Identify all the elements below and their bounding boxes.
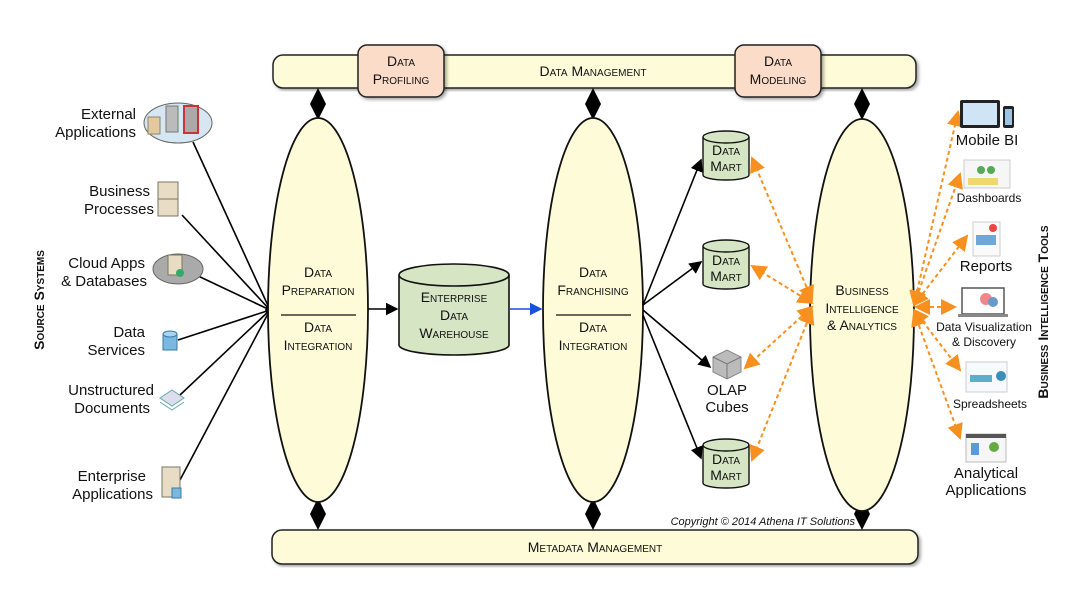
svg-text:Applications: Applications — [55, 124, 136, 141]
tool-reports: Reports — [960, 221, 1013, 275]
svg-text:Preparation: Preparation — [282, 282, 355, 298]
database-icon — [162, 330, 178, 351]
svg-text:Integration: Integration — [284, 337, 353, 353]
svg-text:OLAP: OLAP — [707, 382, 747, 399]
svg-text:Applications: Applications — [72, 486, 153, 503]
svg-text:Data: Data — [440, 307, 468, 323]
data-management-label: Data Management — [540, 63, 647, 79]
olap-cubes: OLAP Cubes — [705, 349, 749, 416]
svg-text:Data: Data — [304, 264, 332, 280]
svg-text:Data: Data — [387, 53, 415, 69]
svg-text:Intelligence: Intelligence — [825, 300, 899, 316]
source-unstructured-documents: Unstructured Documents — [68, 382, 185, 417]
tool-dashboards: Dashboards — [957, 159, 1022, 205]
data-mart-3: Data Mart — [702, 438, 750, 489]
source-enterprise-applications: Enterprise Applications — [72, 466, 182, 503]
svg-text:Data Visualization: Data Visualization — [936, 320, 1032, 334]
tool-analytical-applications: Analytical Applications — [946, 433, 1027, 499]
source-cloud-apps: Cloud Apps & Databases — [61, 253, 204, 290]
svg-text:Cloud Apps: Cloud Apps — [68, 255, 145, 272]
data-modeling-box: Data Modeling — [734, 44, 822, 98]
svg-text:& Discovery: & Discovery — [952, 335, 1016, 349]
svg-text:Enterprise: Enterprise — [421, 289, 488, 305]
svg-text:Spreadsheets: Spreadsheets — [953, 397, 1027, 411]
svg-text:Data: Data — [304, 319, 332, 335]
svg-text:Data: Data — [712, 451, 740, 467]
cube-icon — [712, 349, 742, 380]
svg-text:Reports: Reports — [960, 258, 1013, 275]
documents-icon — [159, 389, 185, 411]
svg-text:Mobile BI: Mobile BI — [956, 132, 1019, 149]
data-mart-1: Data Mart — [702, 130, 750, 181]
svg-text:Mart: Mart — [710, 467, 741, 483]
dashboard-icon — [963, 159, 1011, 189]
source-connectors — [177, 141, 275, 481]
svg-text:Profiling: Profiling — [373, 71, 430, 87]
svg-text:Data: Data — [712, 142, 740, 158]
svg-text:Mart: Mart — [710, 158, 741, 174]
svg-text:External: External — [81, 106, 136, 123]
server-icon — [161, 466, 182, 499]
svg-text:Documents: Documents — [74, 400, 150, 417]
svg-text:Modeling: Modeling — [750, 71, 807, 87]
cloud-server-icon — [152, 253, 204, 285]
svg-text:Business: Business — [89, 183, 150, 200]
report-icon — [972, 221, 1001, 257]
data-franchising-stage: Data Franchising Data Integration — [542, 117, 644, 503]
data-profiling-box: Data Profiling — [357, 44, 445, 98]
source-external-applications: External Applications — [55, 102, 213, 144]
enterprise-data-warehouse: Enterprise Data Warehouse — [398, 263, 510, 356]
tool-data-visualization: Data Visualization & Discovery — [936, 287, 1032, 349]
svg-text:Franchising: Franchising — [557, 282, 629, 298]
source-systems-title: Source Systems — [31, 250, 47, 350]
source-business-processes: Business Processes — [84, 181, 179, 218]
svg-text:Services: Services — [87, 342, 145, 359]
tool-mobile-bi: Mobile BI — [956, 100, 1019, 149]
svg-text:Enterprise: Enterprise — [78, 468, 146, 485]
svg-text:Metadata Management: Metadata Management — [528, 539, 662, 555]
analytics-app-icon — [965, 433, 1007, 463]
cloud-servers-icon — [143, 102, 213, 144]
laptop-chart-icon — [958, 287, 1008, 317]
svg-text:Business: Business — [835, 282, 889, 298]
source-data-services: Data Services — [87, 324, 178, 359]
mobile-devices-icon — [960, 100, 1014, 128]
metadata-management-band: Metadata Management — [271, 529, 919, 565]
data-preparation-stage: Data Preparation Data Integration — [267, 117, 369, 503]
copyright-text: Copyright © 2014 Athena IT Solutions — [671, 516, 856, 528]
analytics-connectors — [743, 110, 969, 462]
svg-text:Warehouse: Warehouse — [419, 325, 489, 341]
bi-tools-title: Business Intelligence Tools — [1035, 225, 1051, 398]
svg-text:& Databases: & Databases — [61, 273, 147, 290]
data-mart-2: Data Mart — [702, 239, 750, 290]
svg-text:Applications: Applications — [946, 482, 1027, 499]
svg-text:Data: Data — [712, 252, 740, 268]
svg-text:Dashboards: Dashboards — [957, 191, 1022, 205]
tool-spreadsheets: Spreadsheets — [953, 361, 1027, 411]
svg-text:Analytical: Analytical — [954, 465, 1018, 482]
svg-text:Mart: Mart — [710, 268, 741, 284]
mart-connectors — [642, 158, 712, 460]
bi-analytics-stage: Business Intelligence & Analytics — [809, 118, 915, 512]
svg-text:Data: Data — [113, 324, 145, 341]
svg-text:Integration: Integration — [559, 337, 628, 353]
svg-text:& Analytics: & Analytics — [827, 317, 897, 333]
svg-text:Data: Data — [579, 319, 607, 335]
svg-text:Cubes: Cubes — [705, 399, 748, 416]
svg-text:Processes: Processes — [84, 201, 154, 218]
svg-text:Unstructured: Unstructured — [68, 382, 154, 399]
svg-text:Data: Data — [764, 53, 792, 69]
svg-text:Data: Data — [579, 264, 607, 280]
file-cabinet-icon — [157, 181, 179, 217]
spreadsheet-icon — [965, 361, 1008, 393]
